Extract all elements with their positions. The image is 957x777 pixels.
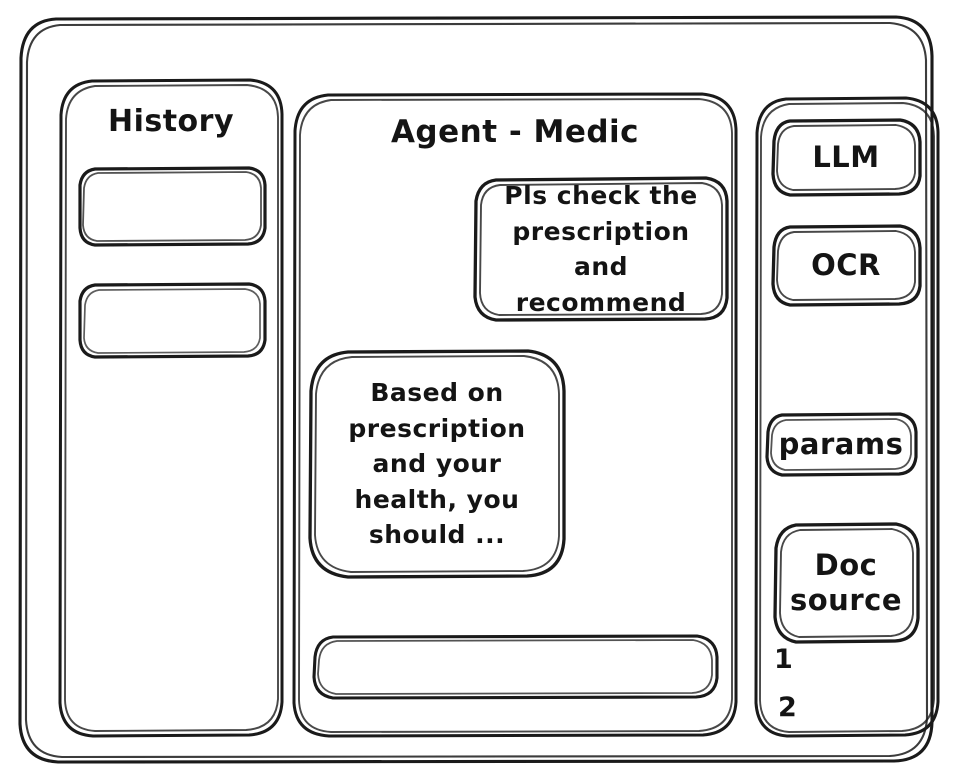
tool-button-llm-label: LLM [812, 139, 880, 174]
window-frame: History [18, 15, 940, 764]
history-item[interactable] [77, 166, 267, 247]
history-item-outline [77, 166, 267, 247]
tool-button-llm[interactable]: LLM [770, 118, 922, 197]
doc-reference-item[interactable]: 1 [774, 644, 794, 675]
message-bubble-user-text: Pls check the prescription and recommend [504, 181, 698, 317]
history-panel-title: History [107, 104, 235, 139]
history-item[interactable] [77, 282, 267, 359]
tool-button-ocr[interactable]: OCR [770, 224, 922, 307]
composer-input[interactable] [311, 634, 719, 700]
message-bubble-agent[interactable]: Based on prescription and your health, y… [306, 349, 568, 579]
tool-button-doc-source[interactable]: Doc source [772, 522, 920, 644]
doc-reference-item[interactable]: 2 [778, 692, 798, 723]
history-item-outline [77, 282, 267, 359]
composer-input-outline [311, 634, 719, 700]
tool-button-params[interactable]: params [764, 412, 918, 477]
tools-panel: LLM OCR params [754, 96, 940, 738]
message-bubble-agent-text: Based on prescription and your health, y… [348, 378, 526, 550]
conversation-title: Agent - Medic [390, 114, 640, 150]
message-bubble-user[interactable]: Pls check the prescription and recommend [472, 176, 730, 322]
tool-button-ocr-label: OCR [811, 247, 881, 282]
history-panel: History [58, 78, 284, 738]
tool-button-doc-source-label: Doc source [790, 548, 902, 617]
tool-button-params-label: params [778, 426, 904, 461]
conversation-panel: Agent - Medic Pls check the prescription… [292, 92, 738, 738]
